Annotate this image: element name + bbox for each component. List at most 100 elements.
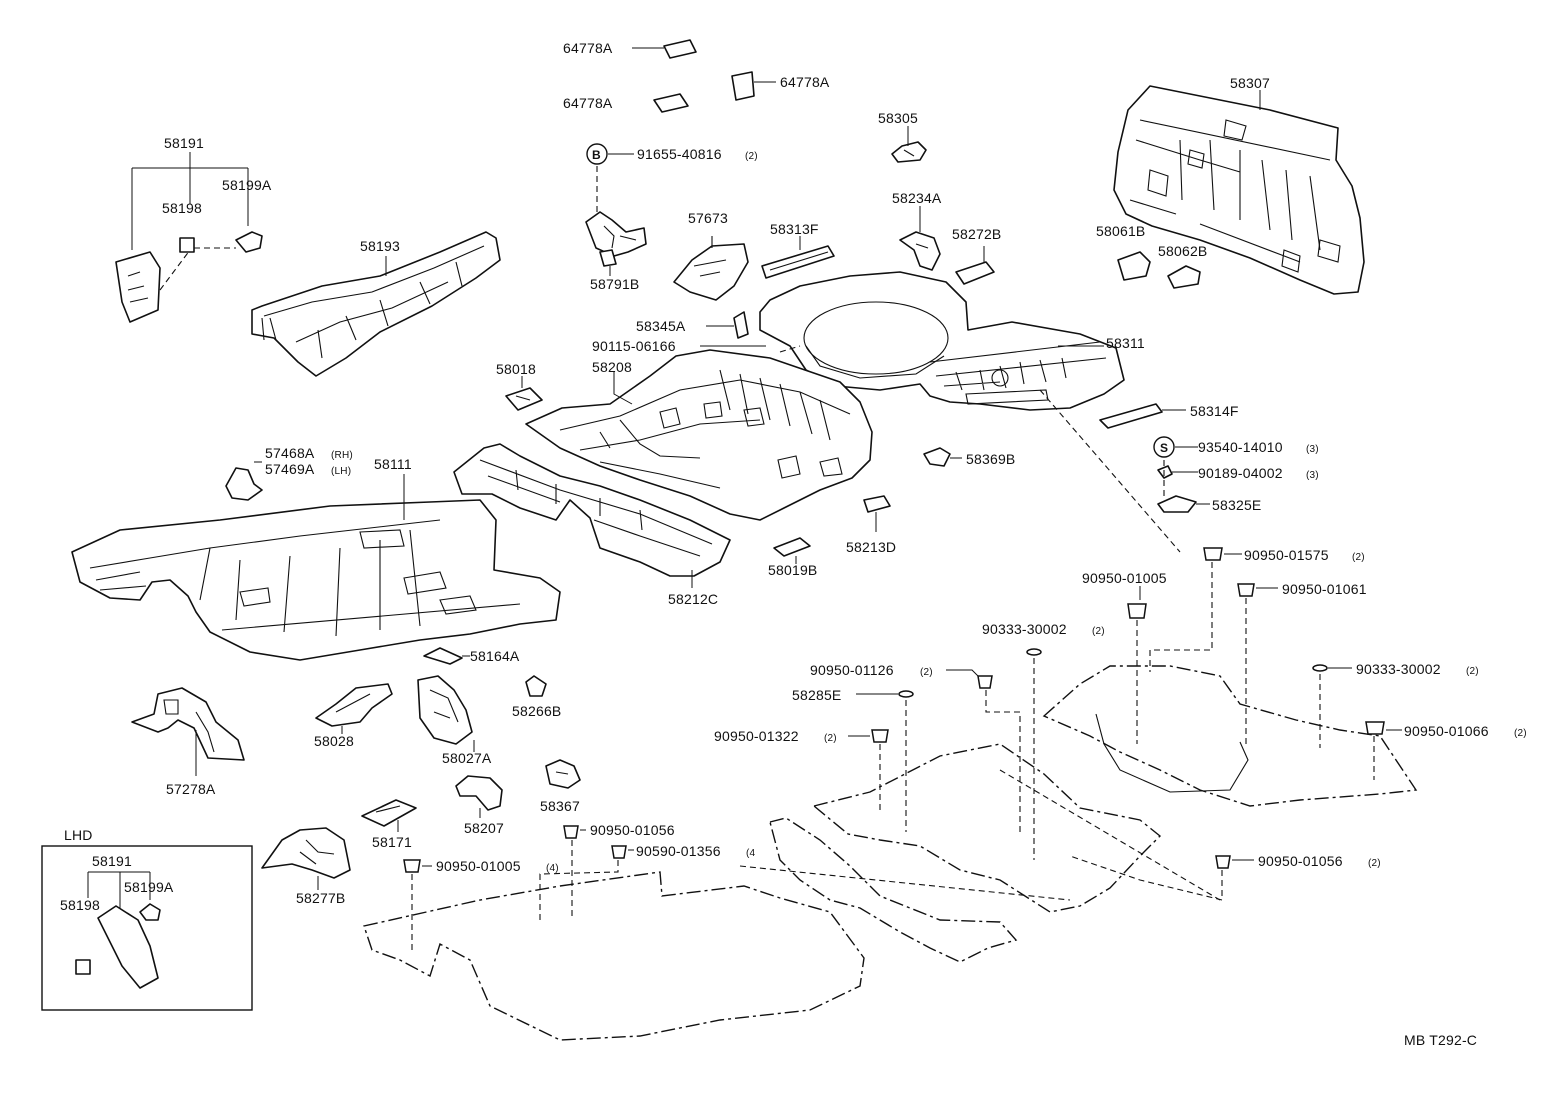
bracket-58171 (361, 799, 417, 832)
center-floor-58208 (525, 349, 873, 521)
part-labels: 64778A 64778A 64778A 58305 58307 B 91655… (60, 40, 1527, 1048)
label-90950-01126: 90950-01126 (810, 662, 894, 678)
carpet-center (769, 817, 1018, 963)
dashed-link-center (739, 345, 1221, 901)
label-90950-01056-a: 90950-01056 (590, 822, 675, 838)
label-58213d: 58213D (846, 539, 896, 555)
label-90590: 90590-01356 (636, 843, 721, 859)
plug-90950-01005-top (1127, 586, 1147, 744)
washer-90333-a (1026, 648, 1042, 860)
label-90950-01322-qty: (2) (824, 733, 837, 744)
label-57673: 57673 (688, 210, 728, 226)
label-58208: 58208 (592, 359, 632, 375)
bracket-58325e (1039, 389, 1210, 553)
badge-b-label: B (592, 148, 601, 162)
label-90950-01005-b-qty: (4) (546, 863, 559, 874)
bracket-58277b (261, 827, 351, 890)
label-58285e: 58285E (792, 687, 841, 703)
bracket-57468a (225, 461, 263, 501)
label-91655: 91655-40816 (637, 146, 722, 162)
badge-b-circle (586, 143, 634, 212)
label-58028: 58028 (314, 733, 354, 749)
carpet-rear (1042, 665, 1418, 807)
label-64778a-3: 64778A (563, 95, 613, 111)
label-64778a-2: 64778A (780, 74, 830, 90)
label-58019b: 58019B (768, 562, 817, 578)
label-58314f: 58314F (1190, 403, 1239, 419)
label-90333-b: 90333-30002 (1356, 661, 1441, 677)
clip-58266b (525, 675, 547, 697)
label-57278a: 57278A (166, 781, 216, 797)
label-58018: 58018 (496, 361, 536, 377)
label-64778a-1: 64778A (563, 40, 613, 56)
label-58234a: 58234A (892, 190, 942, 206)
bracket-57673 (673, 236, 749, 301)
label-58111: 58111 (374, 456, 412, 472)
plug-90950-01056-b (1069, 855, 1254, 901)
pad-64778a-right (731, 71, 776, 101)
pad-58213d (863, 495, 891, 532)
plug-90950-01005-b (403, 859, 432, 950)
pad-58019b (773, 537, 811, 564)
bolt-90189 (1157, 465, 1198, 479)
plug-90950-01056-a (563, 825, 586, 920)
bracket-58305 (891, 126, 927, 163)
rear-panel-58307 (1113, 85, 1365, 295)
label-90950-01575-qty: (2) (1352, 552, 1365, 563)
label-58311: 58311 (1106, 335, 1145, 351)
badge-s-circle (1153, 436, 1198, 458)
carpet-front (363, 871, 865, 1041)
plug-90950-01066 (1365, 721, 1402, 780)
label-58171: 58171 (372, 834, 412, 850)
label-90189-qty: (3) (1306, 470, 1319, 481)
label-90950-01056-b: 90950-01056 (1258, 853, 1343, 869)
front-floor-pan-58111 (71, 474, 561, 661)
tunnel-reinforcement (453, 443, 731, 588)
label-58191: 58191 (164, 135, 204, 151)
label-58199a: 58199A (222, 177, 272, 193)
bracket-58369b (923, 447, 962, 467)
label-58277b: 58277B (296, 890, 345, 906)
label-90950-01061: 90950-01061 (1282, 581, 1367, 597)
label-58325e: 58325E (1212, 497, 1261, 513)
bracket-58061b (1117, 251, 1151, 281)
label-58193: 58193 (360, 238, 400, 254)
plug-90950-01322 (848, 729, 889, 812)
bracket-58028 (315, 683, 393, 734)
label-58266b: 58266B (512, 703, 561, 719)
badge-s-label: S (1160, 441, 1168, 455)
plug-90950-01575 (1149, 547, 1242, 672)
washer-90333-b (1312, 664, 1352, 748)
bracket-58062b (1167, 265, 1201, 289)
pad-58272b (955, 246, 995, 285)
clip-58345a (700, 311, 766, 347)
label-57468a-side: (RH) (331, 450, 353, 461)
label-93540-qty: (3) (1306, 444, 1319, 455)
washer-58285e (856, 690, 914, 832)
assembly-58191 (115, 152, 263, 323)
label-90189: 90189-04002 (1198, 465, 1283, 481)
label-lhd-58198: 58198 (60, 897, 100, 913)
label-58305: 58305 (878, 110, 918, 126)
label-58345a: 58345A (636, 318, 686, 334)
clip-58164a (423, 647, 470, 665)
plug-90950-01126 (946, 669, 1021, 836)
label-58791b: 58791B (590, 276, 639, 292)
carpet-rear-center (812, 743, 1162, 913)
label-93540: 93540-14010 (1198, 439, 1283, 455)
label-90333-b-qty: (2) (1466, 666, 1479, 677)
label-58061b: 58061B (1096, 223, 1145, 239)
label-90950-01126-qty: (2) (920, 667, 933, 678)
bracket-58207 (455, 775, 503, 818)
label-58272b: 58272B (952, 226, 1001, 242)
label-57468a: 57468A (265, 445, 315, 461)
bracket-58234a (899, 206, 941, 271)
label-58062b: 58062B (1158, 243, 1207, 259)
label-90115: 90115-06166 (592, 338, 676, 354)
label-90950-01005-top: 90950-01005 (1082, 570, 1167, 586)
plug-90590-01356 (539, 845, 634, 920)
pad-58018 (505, 376, 543, 411)
bar-58314f (1099, 403, 1186, 429)
bracket-58027a (417, 675, 475, 752)
